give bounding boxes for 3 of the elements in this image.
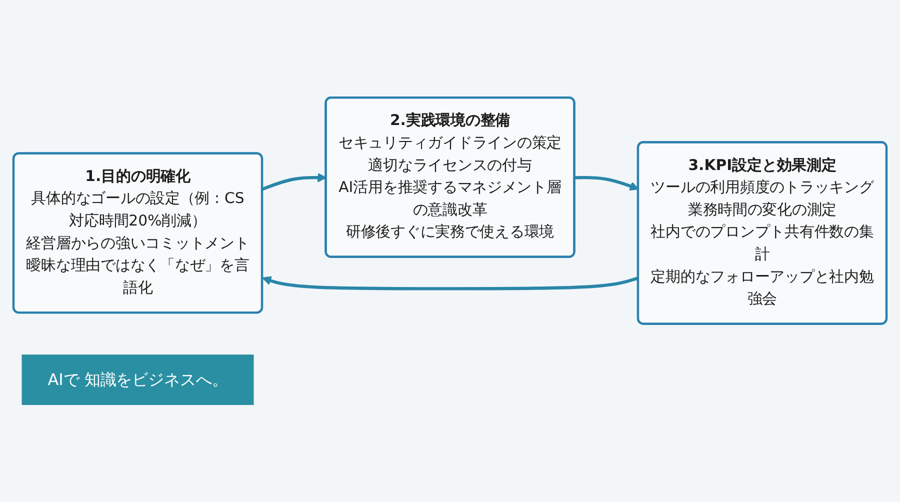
arrow — [262, 172, 327, 191]
arrow — [574, 176, 639, 191]
node-box: AIで 知識をビジネスへ。 — [22, 354, 254, 405]
